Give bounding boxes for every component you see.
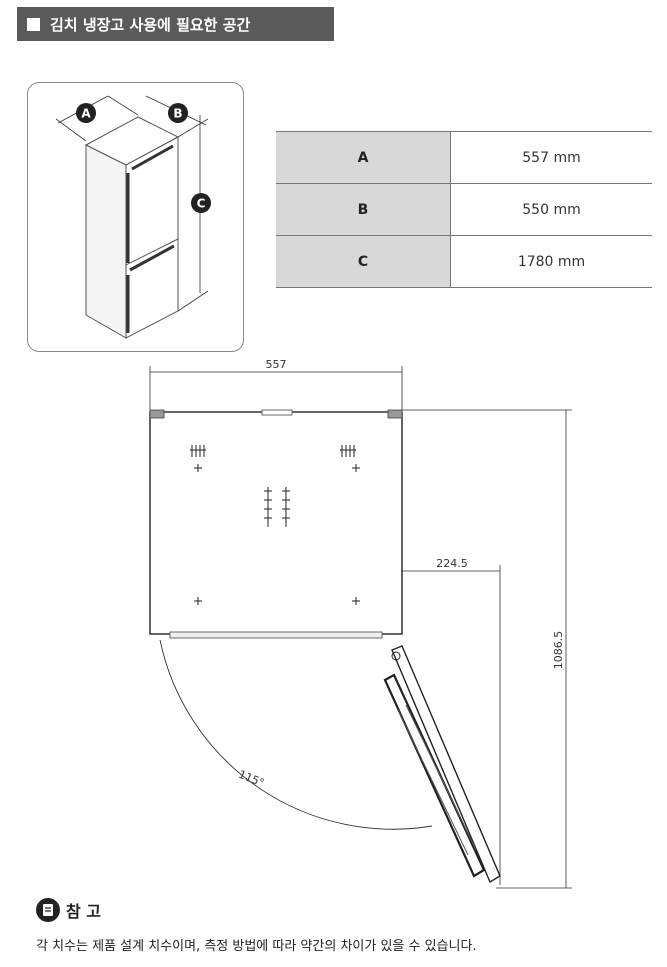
dim-value: 1780 mm <box>450 235 652 288</box>
label-a: A <box>81 107 91 121</box>
width-label: 557 <box>266 358 287 371</box>
section-title: 김치 냉장고 사용에 필요한 공간 <box>50 15 251 34</box>
door-divider <box>125 238 179 266</box>
label-b: B <box>173 107 182 121</box>
depth-label: 1086.5 <box>552 631 565 670</box>
hinge-left <box>149 409 165 419</box>
front-trim <box>169 631 383 639</box>
hinge-right <box>387 409 403 419</box>
dimensions-table: A 557 mm B 550 mm C 1780 mm <box>276 131 652 288</box>
fridge-perspective-drawing: A B C <box>55 95 211 339</box>
note-title: 참 고 <box>66 902 102 921</box>
label-a-marker: A <box>76 103 96 123</box>
top-vent <box>261 409 293 416</box>
table-row: B 550 mm <box>276 183 652 236</box>
dim-c-ext-bottom <box>177 290 209 312</box>
fridge-side-face <box>85 144 127 339</box>
table-row: C 1780 mm <box>276 235 652 288</box>
dim-key: C <box>276 235 451 288</box>
note-icon <box>36 898 60 922</box>
square-bullet-icon <box>27 17 40 31</box>
label-b-marker: B <box>168 103 188 123</box>
fridge-body-top-view <box>149 411 403 635</box>
label-c: C <box>197 197 206 211</box>
fridge-perspective-panel: A B C <box>27 82 244 352</box>
door-swing-arc <box>159 639 433 830</box>
table-row: A 557 mm <box>276 131 652 184</box>
note-text: 각 치수는 제품 설계 치수이며, 측정 방법에 따라 약간의 차이가 있을 수… <box>36 939 477 954</box>
label-c-marker: C <box>191 193 211 213</box>
mount-markers <box>190 445 360 605</box>
upper-handle <box>131 144 174 171</box>
open-door <box>383 645 501 884</box>
dim-c-ext-top <box>177 118 209 138</box>
dim-a-ext-left <box>55 118 87 142</box>
dim-a-ext-right <box>107 95 139 116</box>
section-header: 김치 냉장고 사용에 필요한 공간 <box>17 7 334 41</box>
lower-handle <box>129 244 175 272</box>
top-view-plan-drawing: 557 224.5 1086.5 115° <box>149 358 572 889</box>
dim-key: B <box>276 183 451 236</box>
dim-value: 557 mm <box>450 131 652 184</box>
door-offset-label: 224.5 <box>436 557 468 570</box>
note-heading: 참 고 <box>36 898 101 922</box>
dim-value: 550 mm <box>450 183 652 236</box>
angle-label: 115° <box>237 768 266 790</box>
dim-key: A <box>276 131 451 184</box>
